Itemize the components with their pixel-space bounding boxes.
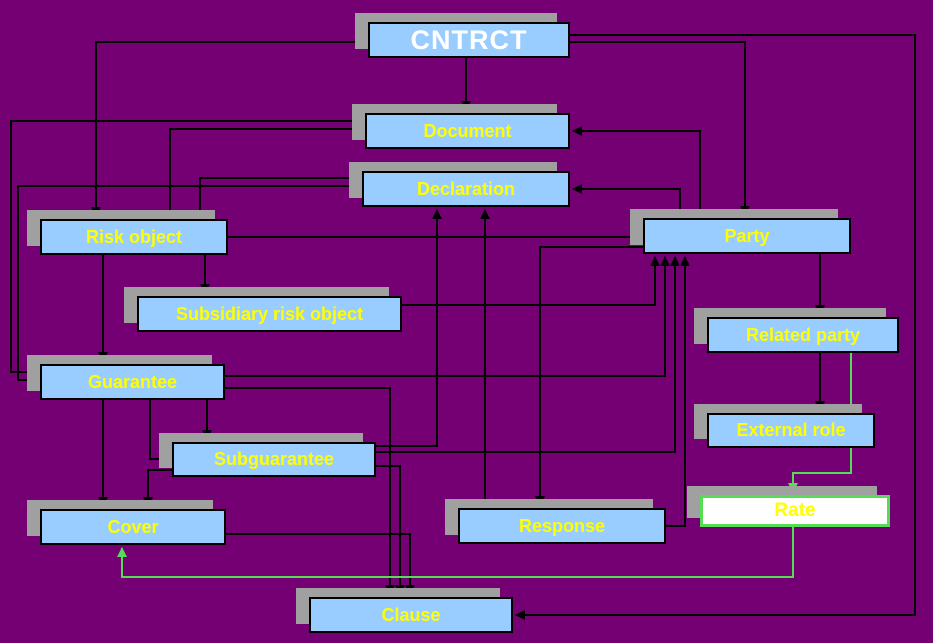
edge-party-to-document — [572, 126, 701, 218]
node-label-rate: Rate — [774, 500, 816, 521]
node-label-cover: Cover — [107, 516, 159, 537]
node-label-response: Response — [518, 515, 606, 536]
edge-response-to-party — [666, 256, 690, 527]
node-label-clause: Clause — [381, 604, 441, 625]
node-cntrct[interactable]: CNTRCT — [368, 22, 570, 58]
edge-rate-to-cover — [117, 527, 794, 578]
edge-guarantee-to-party — [225, 256, 670, 377]
node-label-subguarantee: Subguarantee — [213, 449, 335, 469]
edge-cntrct-to-clause — [515, 34, 916, 620]
node-label-party: Party — [724, 225, 770, 246]
node-subsidiary-risk-object[interactable]: Subsidiary risk object — [137, 296, 402, 332]
node-label-subsidiary-risk-object: Subsidiary risk object — [175, 303, 364, 324]
node-risk-object[interactable]: Risk object — [40, 219, 228, 255]
node-guarantee[interactable]: Guarantee — [40, 364, 225, 400]
node-label-risk-object: Risk object — [85, 226, 183, 247]
edge-subguarantee-to-party — [376, 256, 680, 453]
node-label-external-role: External role — [736, 420, 846, 440]
node-cover[interactable]: Cover — [40, 509, 226, 545]
node-party[interactable]: Party — [643, 218, 851, 254]
edge-cover-to-clause — [226, 533, 415, 595]
node-label-document: Document — [423, 120, 512, 141]
edge-subsidiary-risk-object-to-party — [402, 256, 660, 306]
node-subguarantee[interactable]: Subguarantee — [172, 442, 376, 477]
edge-risk-object-to-declaration — [199, 173, 360, 219]
node-rate[interactable]: Rate — [700, 495, 890, 527]
edge-subguarantee-to-cover — [143, 469, 172, 507]
edge-cntrct-to-party — [570, 41, 750, 216]
node-related-party[interactable]: Related party — [707, 317, 899, 353]
edge-subguarantee-to-clause — [376, 465, 405, 595]
node-clause[interactable]: Clause — [309, 597, 513, 633]
node-label-declaration: Declaration — [416, 178, 516, 199]
edge-guarantee-to-clause — [225, 387, 395, 595]
node-declaration[interactable]: Declaration — [362, 171, 570, 207]
edge-guarantee-to-subguarantee-left — [149, 400, 170, 464]
node-label-guarantee: Guarantee — [87, 371, 178, 392]
edge-party-to-response — [535, 246, 643, 506]
node-external-role[interactable]: External role — [707, 413, 875, 448]
edge-party-to-declaration — [572, 184, 681, 218]
edge-guarantee-to-document — [10, 116, 363, 373]
node-label-related-party: Related party — [745, 324, 861, 345]
edge-guarantee-to-declaration — [17, 181, 360, 381]
edge-subguarantee-to-declaration — [376, 209, 442, 447]
node-response[interactable]: Response — [458, 508, 666, 544]
node-document[interactable]: Document — [365, 113, 570, 149]
edge-cntrct-to-risk-object — [91, 41, 368, 217]
edge-risk-object-to-document — [169, 124, 363, 219]
node-label-cntrct: CNTRCT — [410, 24, 528, 55]
